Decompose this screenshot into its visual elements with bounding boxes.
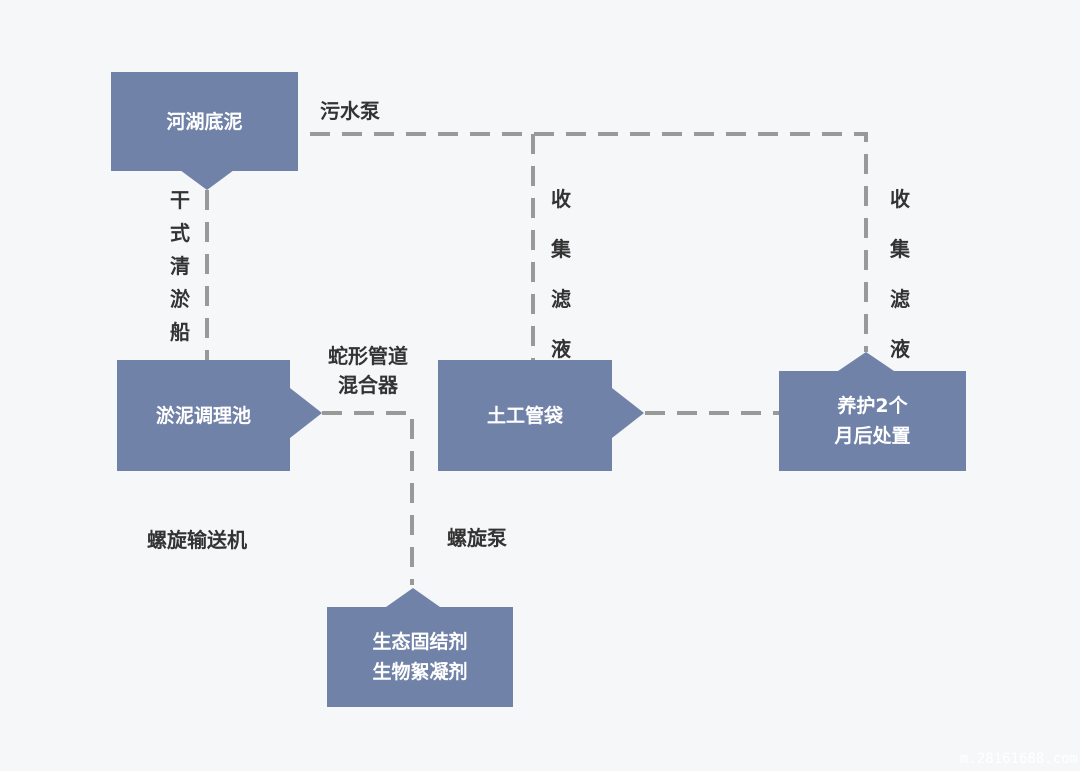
node-conditioning-tank-label: 淤泥调理池 [155, 404, 251, 427]
label-sewage-pump: 污水泵 [320, 99, 380, 123]
label-collect-filtrate-char: 液 [551, 337, 571, 361]
node-curing-disposal-line-2: 月后处置 [834, 425, 911, 447]
label-collect-filtrate-char: 收 [551, 187, 571, 211]
node-curing-disposal-line-1: 养护2个 [837, 395, 908, 417]
label-collect-filtrate-char: 滤 [890, 287, 910, 311]
label-collect-filtrate-char: 收 [890, 187, 910, 211]
label-dry-dredger-char: 清 [170, 254, 190, 278]
node-agents-line-1: 生态固结剂 [372, 631, 468, 653]
label-serpentine-mixer-line-1: 蛇形管道 [328, 344, 408, 368]
label-collect-filtrate-char: 液 [890, 337, 910, 361]
label-dry-dredger-char: 淤 [170, 287, 190, 311]
node-river-sediment-label: 河湖底泥 [166, 110, 243, 133]
node-conditioning-tank: 淤泥调理池 [117, 360, 290, 471]
label-dry-dredger-char: 式 [170, 221, 190, 245]
label-dry-dredger: 干 式 清 淤 船 [168, 184, 192, 349]
node-geotextile-bag-label: 土工管袋 [486, 404, 563, 427]
label-collect-filtrate-char: 集 [551, 237, 571, 261]
connector-sewage-pump-top [310, 132, 868, 352]
label-dry-dredger-char: 干 [170, 188, 190, 212]
label-serpentine-mixer: 蛇形管道 混合器 [328, 342, 408, 400]
label-screw-conveyor: 螺旋输送机 [147, 528, 247, 552]
label-collect-filtrate-1: 收 集 滤 液 [549, 174, 573, 374]
label-collect-filtrate-char: 集 [890, 237, 910, 261]
connector-tank-to-agents [322, 411, 414, 585]
label-collect-filtrate-char: 滤 [551, 287, 571, 311]
node-geotextile-bag: 土工管袋 [438, 360, 612, 471]
sediment-pointer [180, 170, 234, 190]
label-screw-pump: 螺旋泵 [447, 526, 507, 550]
node-agents: 生态固结剂 生物絮凝剂 [327, 607, 513, 707]
label-dry-dredger-char: 船 [170, 320, 190, 344]
tank-pointer [290, 388, 322, 438]
curing-pointer [838, 352, 894, 371]
node-curing-disposal: 养护2个 月后处置 [779, 371, 966, 471]
bag-pointer [612, 388, 644, 438]
node-agents-line-2: 生物絮凝剂 [372, 661, 468, 683]
agents-pointer [386, 588, 440, 607]
watermark: m.28161688.com [959, 751, 1078, 767]
label-collect-filtrate-2: 收 集 滤 液 [888, 174, 912, 374]
node-river-sediment: 河湖底泥 [111, 72, 298, 171]
label-serpentine-mixer-line-2: 混合器 [338, 373, 398, 397]
